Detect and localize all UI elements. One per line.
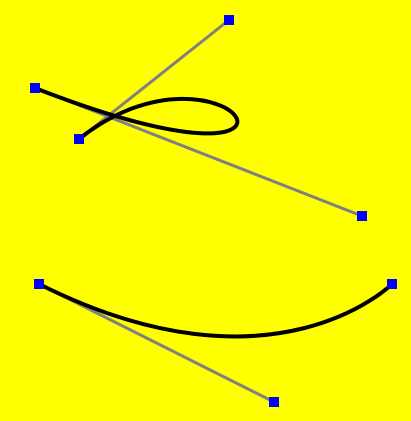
loop-curve <box>33 86 240 141</box>
arc-curve <box>37 282 394 339</box>
loop-curve-handle-end <box>77 18 231 141</box>
arc-curve-control1-point[interactable] <box>269 397 279 407</box>
loop-curve-control1-point[interactable] <box>357 211 367 221</box>
loop-curve-control2-point[interactable] <box>224 15 234 25</box>
control-points-layer[interactable] <box>30 15 397 407</box>
arc-curve-end-point[interactable] <box>387 279 397 289</box>
loop-curve-end-point[interactable] <box>74 134 84 144</box>
arc-curve-start-point[interactable] <box>34 279 44 289</box>
curves-layer <box>33 86 394 339</box>
loop-curve-start-point[interactable] <box>30 83 40 93</box>
